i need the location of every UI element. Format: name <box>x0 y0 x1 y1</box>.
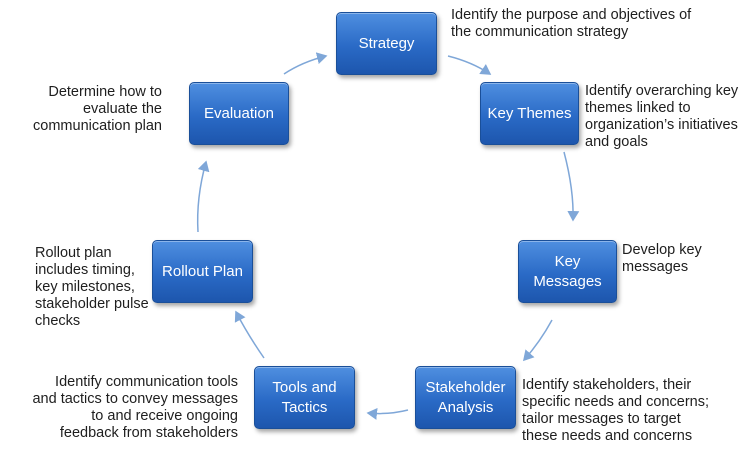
arrow-strategy-to-key-themes <box>447 55 492 75</box>
key-themes-note: Identify overarching key themes linked t… <box>585 83 739 150</box>
tools-and-tactics-note: Identify communication tools and tactics… <box>32 374 238 441</box>
strategy-note: Identify the purpose and objectives of t… <box>451 7 692 40</box>
rollout-plan-box: Rollout Plan <box>152 240 253 303</box>
arrow-key-themes-to-key-messages <box>563 151 580 222</box>
arrow-rollout-plan-to-evaluation <box>196 160 210 233</box>
evaluation-note: Determine how to evaluate the communicat… <box>33 84 162 134</box>
stakeholder-analysis-note: Identify stakeholders, their specific ne… <box>522 377 709 444</box>
stakeholder-analysis-box: Stakeholder Analysis <box>415 366 516 429</box>
key-messages-note: Develop key messages <box>622 242 702 275</box>
strategy-box: Strategy <box>336 12 437 75</box>
evaluation-box: Evaluation <box>189 82 289 145</box>
arrow-stakeholder-analysis-to-tools-tactics <box>366 407 409 420</box>
key-themes-box: Key Themes <box>480 82 579 145</box>
key-messages-box: Key Messages <box>518 240 617 303</box>
tools-and-tactics-box: Tools and Tactics <box>254 366 355 429</box>
arrow-tools-tactics-to-rollout-plan <box>234 310 265 359</box>
rollout-plan-note: Rollout plan includes timing, key milest… <box>35 245 149 329</box>
arrow-key-messages-to-stakeholder-analysis <box>523 319 553 362</box>
arrow-evaluation-to-strategy <box>283 52 328 75</box>
